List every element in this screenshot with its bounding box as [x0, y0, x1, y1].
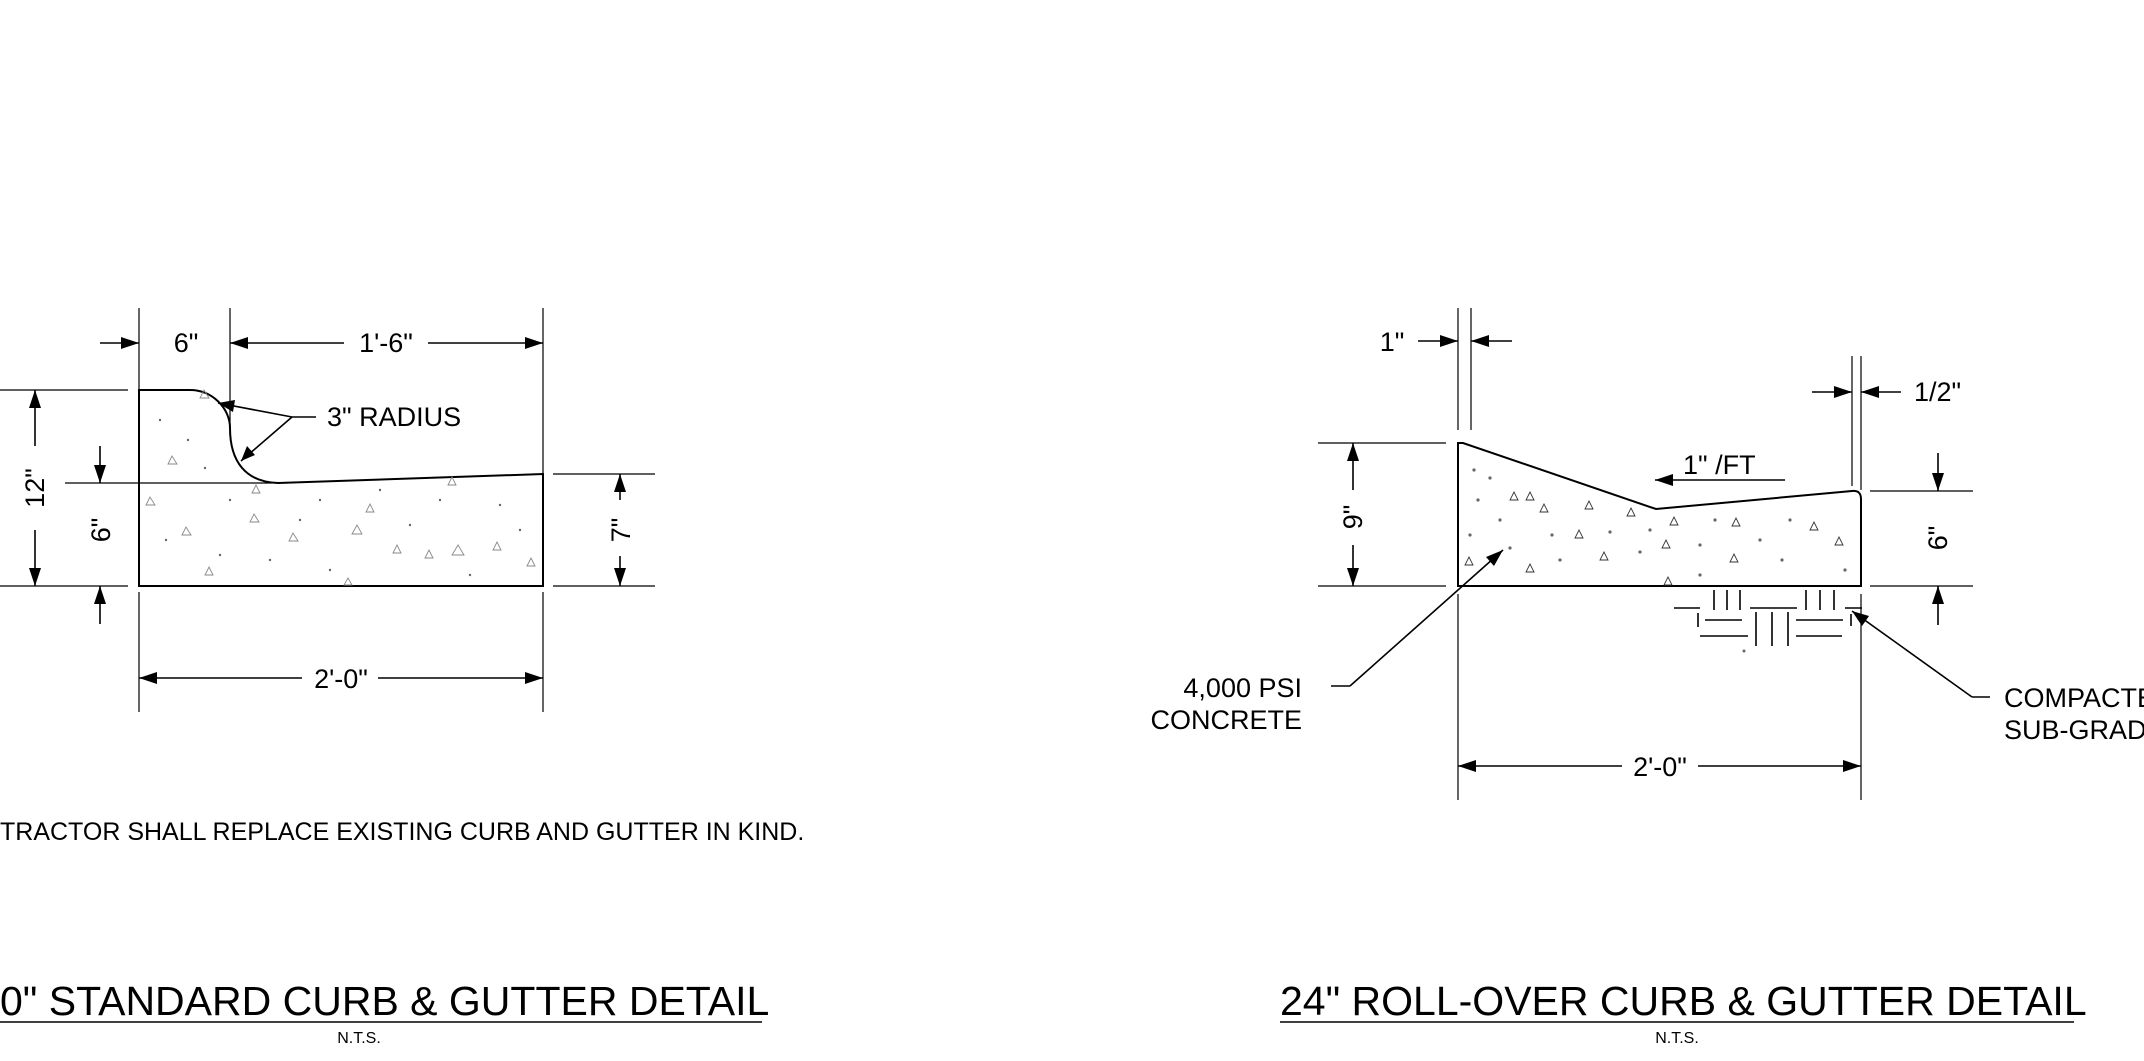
rollover-concrete-hatch [1464, 468, 1847, 586]
rollover-dim-left: 9" [1338, 505, 1368, 530]
standard-scale-note: N.T.S. [337, 1030, 381, 1047]
compacted-subgrade-symbol [1674, 590, 1862, 653]
standard-dim-bottom: 2'-0" [314, 664, 368, 694]
rollover-dim-top-left: 1" [1380, 327, 1405, 357]
standard-dim-top-right: 1'-6" [359, 328, 413, 358]
rollover-curb-section-outline [1457, 442, 1862, 587]
rollover-scale-note: N.T.S. [1655, 1030, 1699, 1047]
subgrade-label-line1: COMPACTE [2004, 683, 2144, 713]
rollover-slope-label: 1" /FT [1683, 450, 1756, 480]
standard-dim-left-overall: 12" [20, 468, 50, 508]
subgrade-label-line2: SUB-GRAD [2004, 715, 2144, 745]
rollover-dim-top-right: 1/2" [1914, 377, 1961, 407]
standard-dim-left-lower: 6" [86, 518, 116, 543]
concrete-label-line2: CONCRETE [1150, 705, 1302, 735]
rollover-dim-right: 6" [1923, 526, 1953, 551]
standard-concrete-hatch [145, 389, 536, 586]
rollover-curb-detail: 1" 1/2" 1" /FT 9" 6" 2'-0" [1150, 308, 2144, 1047]
radius-note: 3" RADIUS [327, 402, 461, 432]
rollover-dim-bottom: 2'-0" [1633, 752, 1687, 782]
standard-dim-top-left: 6" [174, 328, 199, 358]
standard-curb-detail: 6" 1'-6" 12" 6" 7" 2'-0" [0, 308, 804, 1047]
radius-leader [217, 400, 316, 462]
concrete-label-line1: 4,000 PSI [1183, 673, 1302, 703]
concrete-leader [1331, 549, 1504, 687]
standard-dim-right: 7" [606, 518, 636, 543]
rollover-detail-title: 24" ROLL-OVER CURB & GUTTER DETAIL [1280, 978, 2087, 1024]
standard-general-note: TRACTOR SHALL REPLACE EXISTING CURB AND … [0, 818, 804, 846]
subgrade-leader [1851, 610, 1990, 698]
standard-detail-title: 0" STANDARD CURB & GUTTER DETAIL [0, 978, 769, 1024]
